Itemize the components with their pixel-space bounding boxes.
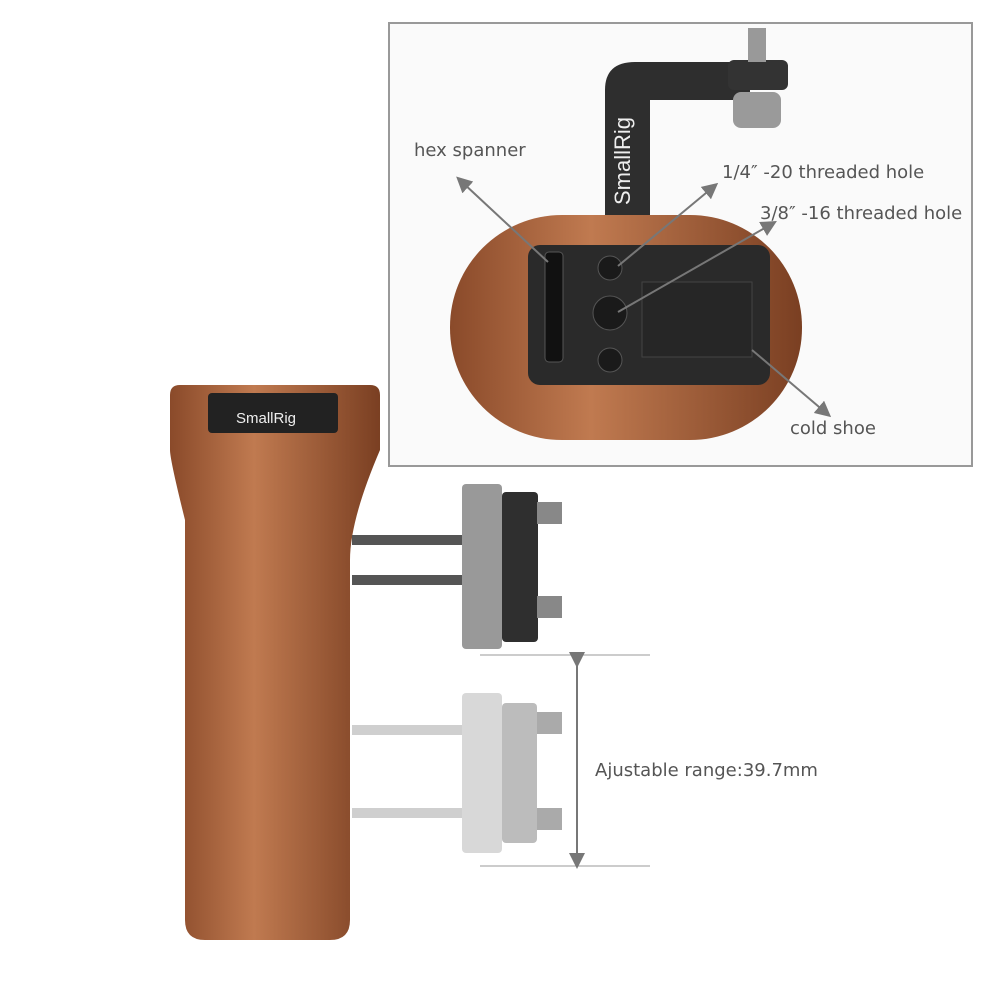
bracket-screw (748, 28, 766, 62)
grip-cold-shoe (208, 393, 338, 433)
callout-cold-shoe: cold shoe (790, 418, 876, 439)
adjustable-range-label: Ajustable range:39.7mm (595, 760, 818, 781)
top-bracket (605, 62, 750, 220)
bracket-knob (733, 92, 781, 128)
arm-default-position (352, 484, 562, 649)
quarter-inch-hole (597, 255, 623, 281)
cold-shoe-recess (641, 281, 753, 358)
bracket-clamp (728, 60, 788, 90)
arrow-quarter-hole (617, 182, 719, 267)
arrow-cold-shoe (751, 349, 832, 418)
callout-three-eighths-hole: 3/8″ -16 threaded hole (760, 203, 963, 224)
arrow-hex-spanner (456, 176, 549, 263)
hex-spanner-slot (544, 251, 564, 363)
brand-logo-bracket: SmallRig (610, 116, 635, 205)
arm-adjusted-position (352, 693, 562, 853)
three-eighths-hole (592, 295, 628, 331)
quarter-inch-hole-lower (597, 347, 623, 373)
callout-hex-spanner: hex spanner (414, 140, 526, 161)
callout-quarter-inch-hole: 1/4″ -20 threaded hole (722, 162, 925, 183)
arrow-three-eighths-hole (617, 221, 777, 313)
wooden-grip (170, 385, 380, 940)
brand-logo-grip: SmallRig (236, 410, 297, 427)
